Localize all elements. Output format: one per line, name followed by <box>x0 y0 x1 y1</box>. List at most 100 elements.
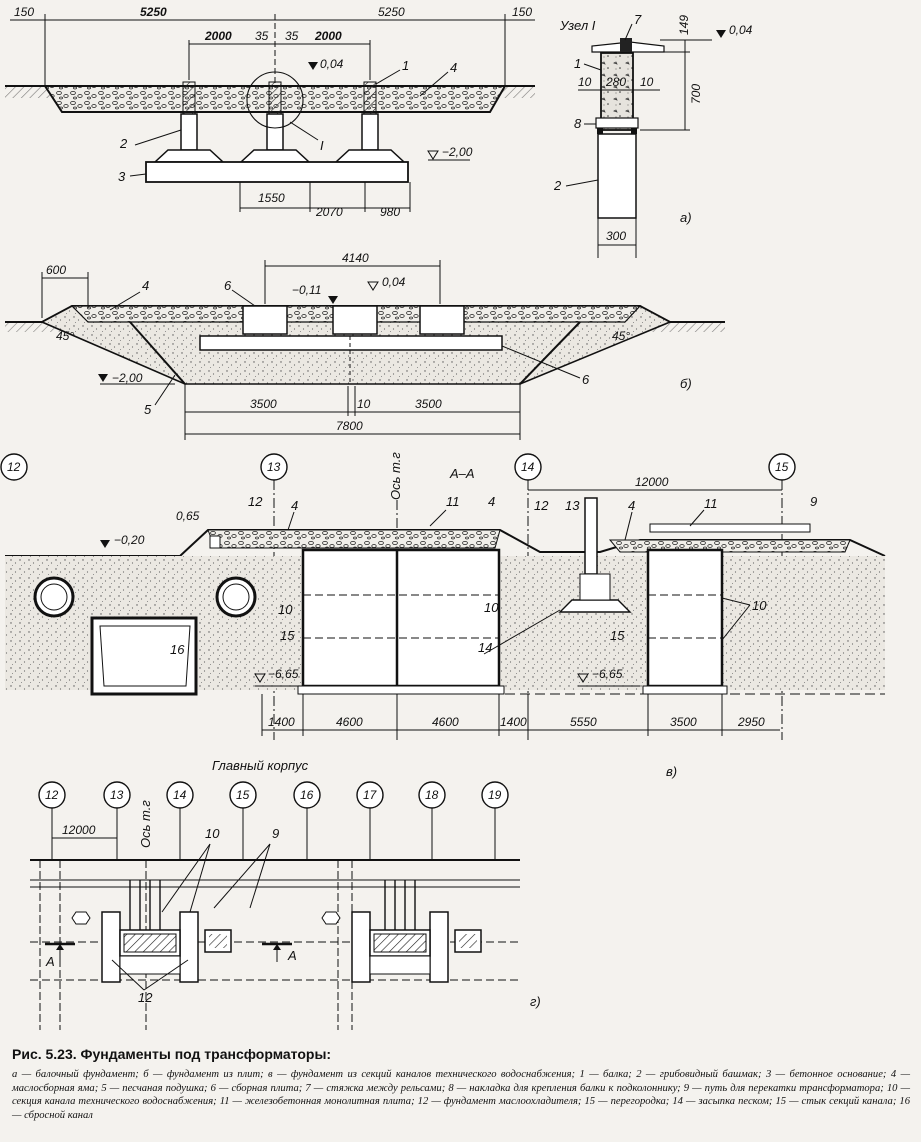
node-dim-300: 300 <box>606 229 626 243</box>
label-v-4b: 4 <box>488 494 495 509</box>
axis-g-18: 18 <box>425 788 439 802</box>
dim-v-2950: 2950 <box>737 715 765 729</box>
dim-a-2000-right: 2000 <box>314 29 342 43</box>
axis-v-12: 12 <box>7 460 21 474</box>
label-v-10a: 10 <box>278 602 293 617</box>
section-g: Главный корпус 12 13 14 15 16 17 18 19 1… <box>30 758 541 1030</box>
label-v-10c: 10 <box>752 598 767 613</box>
dim-v-5550: 5550 <box>570 715 597 729</box>
label-v-9: 9 <box>810 494 817 509</box>
label-b-4: 4 <box>142 278 149 293</box>
section-v-letter: в) <box>666 764 677 779</box>
level-v-665-left: −6,65 <box>268 667 299 681</box>
label-v-15b: 15 <box>610 628 625 643</box>
axis-g-15: 15 <box>236 788 250 802</box>
axis-v-14: 14 <box>521 460 535 474</box>
section-v: 12 13 14 15 Ось т.г А–А <box>0 452 886 779</box>
section-g-title: Главный корпус <box>212 758 309 773</box>
axis-v-13: 13 <box>267 460 281 474</box>
label-b-6: 6 <box>224 278 232 293</box>
dim-a-150-left: 150 <box>14 5 34 19</box>
label-a-2: 2 <box>119 136 128 151</box>
caption-text: а — балочный фундамент; б — фундамент из… <box>12 1069 910 1121</box>
dim-a-2070: 2070 <box>315 205 343 219</box>
label-v-4a: 4 <box>291 498 298 513</box>
dim-a-35-left: 35 <box>255 29 269 43</box>
section-mark-AA: А–А <box>449 466 475 481</box>
label-a-1: 1 <box>402 58 409 73</box>
node-label-1: 1 <box>574 56 581 71</box>
figure-caption: Рис. 5.23. Фундаменты под трансформаторы… <box>12 1046 910 1122</box>
dim-a-35-right: 35 <box>285 29 299 43</box>
dim-b-3500-left: 3500 <box>250 397 277 411</box>
node-I-detail: Узел I 149 700 0,04 10 280 10 300 7 1 <box>553 12 753 258</box>
caption-title: Рис. 5.23. Фундаменты под трансформаторы… <box>12 1046 332 1062</box>
dim-v-4600-b: 4600 <box>432 715 459 729</box>
label-v-13: 13 <box>565 498 580 513</box>
axis-g-17: 17 <box>363 788 378 802</box>
section-a: 150 5250 5250 150 2000 35 35 2000 0,04 −… <box>5 5 692 225</box>
label-g-12: 12 <box>138 990 153 1005</box>
dim-v-1400-b: 1400 <box>500 715 527 729</box>
section-a-letter: а) <box>680 210 692 225</box>
section-mark-A-right: А <box>287 948 297 963</box>
dim-v-12000: 12000 <box>635 475 669 489</box>
dim-a-5250-left: 5250 <box>140 5 167 19</box>
level-a-bottom: −2,00 <box>442 145 473 159</box>
dim-b-7800: 7800 <box>336 419 363 433</box>
label-v-11a: 11 <box>446 494 460 509</box>
level-v-020: −0,20 <box>114 533 145 547</box>
node-dim-10-right: 10 <box>640 75 654 89</box>
label-v-4c: 4 <box>628 498 635 513</box>
axis-g-13: 13 <box>110 788 124 802</box>
level-b-2: 0,04 <box>382 275 406 289</box>
dim-b-3500-right: 3500 <box>415 397 442 411</box>
dim-a-5250-right: 5250 <box>378 5 405 19</box>
section-mark-A-left: А <box>45 954 55 969</box>
label-v-11b: 11 <box>704 496 718 511</box>
dim-a-2000-left: 2000 <box>204 29 232 43</box>
dim-a-1550: 1550 <box>258 191 285 205</box>
dim-a-150-right: 150 <box>512 5 532 19</box>
label-a-3: 3 <box>118 169 126 184</box>
label-v-12b: 12 <box>534 498 549 513</box>
node-level: 0,04 <box>729 23 753 37</box>
dim-v-3500: 3500 <box>670 715 697 729</box>
node-label-2: 2 <box>553 178 562 193</box>
label-b-5: 5 <box>144 402 152 417</box>
axis-g-14: 14 <box>173 788 187 802</box>
label-v-12a: 12 <box>248 494 263 509</box>
section-b: 4140 600 −0,11 0,04 −2,00 45° 45° 3500 1… <box>5 251 725 440</box>
node-dim-149: 149 <box>677 15 691 35</box>
label-v-14: 14 <box>478 640 492 655</box>
label-v-16: 16 <box>170 642 185 657</box>
label-a-4: 4 <box>450 60 457 75</box>
label-g-10: 10 <box>205 826 220 841</box>
dim-b-600: 600 <box>46 263 66 277</box>
node-dim-700: 700 <box>689 84 703 104</box>
dim-g-12000: 12000 <box>62 823 96 837</box>
node-label-7: 7 <box>634 12 642 27</box>
node-I-title: Узел I <box>559 18 596 33</box>
axis-label-g: Ось т.г <box>138 800 153 848</box>
dim-a-980: 980 <box>380 205 400 219</box>
dim-b-4140: 4140 <box>342 251 369 265</box>
angle-b-right: 45° <box>612 329 630 343</box>
label-b-6-right: 6 <box>582 372 590 387</box>
dim-v-4600-a: 4600 <box>336 715 363 729</box>
level-b-1: −0,11 <box>292 283 321 297</box>
label-v-15a: 15 <box>280 628 295 643</box>
dim-b-10: 10 <box>357 397 371 411</box>
label-v-10b: 10 <box>484 600 499 615</box>
node-label-8: 8 <box>574 116 582 131</box>
label-g-9: 9 <box>272 826 279 841</box>
level-v-665-right: −6,65 <box>592 667 623 681</box>
axis-g-16: 16 <box>300 788 314 802</box>
axis-label-v: Ось т.г <box>388 452 403 500</box>
axis-g-19: 19 <box>488 788 502 802</box>
section-b-letter: б) <box>680 376 692 391</box>
section-g-letter: г) <box>530 994 541 1009</box>
level-a-top: 0,04 <box>320 57 344 71</box>
level-b-3: −2,00 <box>112 371 143 385</box>
